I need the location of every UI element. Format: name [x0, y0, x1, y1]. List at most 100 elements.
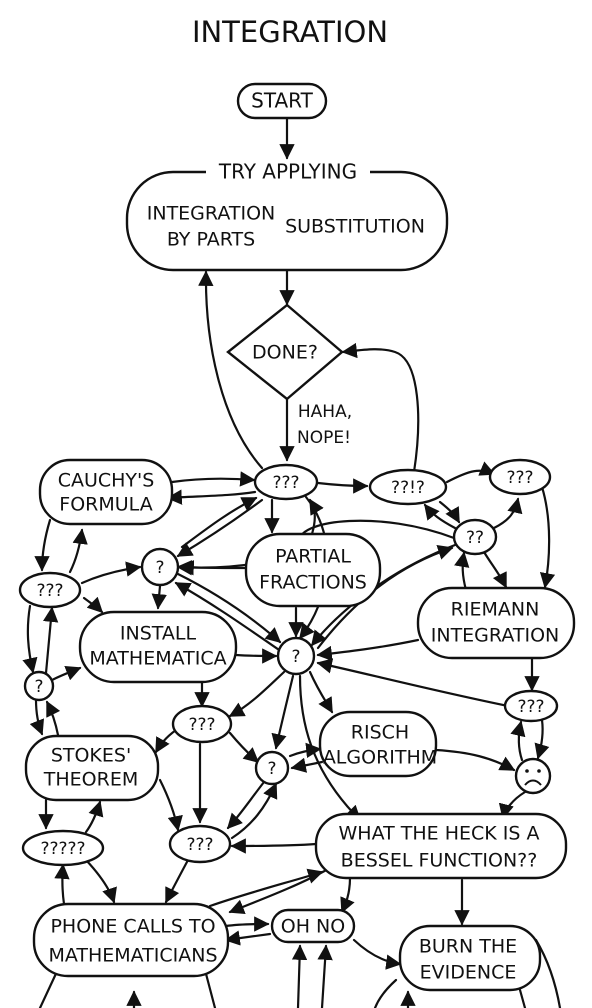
- edge-q1low-risch: [288, 742, 322, 759]
- node-q1-far-left-label: ?: [34, 677, 43, 697]
- node-start-label: START: [251, 89, 313, 113]
- node-burn-line2: EVIDENCE: [420, 962, 517, 984]
- edge-bessel-q3low: [230, 838, 318, 854]
- node-q3-right-label: ???: [506, 468, 533, 488]
- node-q3-far-right: ???: [503, 689, 559, 723]
- edge-stokes-q1fl: [45, 700, 61, 737]
- node-q3-lower: ???: [168, 824, 232, 864]
- diagram-title: INTEGRATION: [192, 15, 388, 49]
- edge-qc-q3m: [228, 670, 286, 718]
- node-phone-line2: MATHEMATICIANS: [48, 945, 217, 967]
- node-phone-calls: PHONE CALLS TO MATHEMATICIANS: [32, 902, 230, 978]
- node-oh-no: OH NO: [270, 908, 356, 944]
- node-install-mathematica: INSTALL MATHEMATICA: [78, 610, 238, 684]
- edge-center-q1l: [176, 498, 264, 558]
- node-q1-center: ?: [276, 636, 316, 676]
- edge-bottom-6: [373, 978, 398, 1008]
- edge-stokes-q3low: [158, 778, 183, 832]
- edge-cauchy-q3l: [34, 518, 52, 572]
- node-q3-mid: ???: [171, 704, 233, 744]
- node-riemann-line1: RIEMANN: [451, 599, 540, 621]
- edge-center-cauchy: [166, 489, 257, 505]
- node-q3-lower-label: ???: [186, 835, 213, 855]
- edge-q3fr-sad: [534, 718, 550, 760]
- node-burn-line1: BURN THE: [419, 936, 517, 958]
- edge-phone-bessel: [208, 868, 324, 908]
- node-cauchy: CAUCHY'S FORMULA: [38, 458, 174, 526]
- node-install-line1: INSTALL: [120, 623, 197, 645]
- edge-exclaim-q3r: [445, 461, 496, 484]
- edge-q3low-phone: [164, 858, 190, 904]
- node-done-label: DONE?: [252, 342, 318, 364]
- edge-phone-ohno: [224, 916, 270, 932]
- edge-qc-to-q2: [316, 544, 454, 650]
- edge-q2-q3r: [492, 497, 523, 530]
- node-q1-lower: ?: [254, 750, 290, 786]
- edge-q2-riemann: [482, 550, 508, 589]
- edge-qc-risch: [308, 670, 334, 714]
- node-sad-face: [514, 757, 552, 795]
- sad-eye-left: [525, 769, 529, 773]
- edge-q1l-center: [180, 496, 258, 549]
- edge-exclaim-to-done: [341, 342, 420, 474]
- node-q5-label: ?????: [40, 839, 85, 859]
- edge-q1l-install: [151, 584, 167, 610]
- edge-q1fl-install: [50, 665, 82, 682]
- node-q3-far-right-label: ???: [517, 697, 544, 717]
- edge-center-to-try: [198, 270, 264, 470]
- sad-eye-right: [537, 769, 541, 773]
- node-riemann: RIEMANN INTEGRATION: [416, 586, 576, 660]
- node-bessel-line2: BESSEL FUNCTION??: [341, 850, 538, 872]
- edge-exclaim-q2a: [438, 500, 461, 524]
- edge-bottom-8: [518, 988, 527, 1008]
- nodes: INTEGRATION START TRY APPLYING INTEGRATI…: [18, 15, 576, 992]
- sad-mouth: [524, 779, 542, 786]
- node-risch-line1: RISCH: [351, 722, 409, 744]
- node-install-line2: MATHEMATICA: [89, 648, 226, 670]
- node-q3-center: ???: [253, 463, 319, 501]
- node-q3-center-label: ???: [272, 473, 299, 493]
- node-q1-center-label: ?: [291, 647, 300, 667]
- node-stokes: STOKES' THEOREM: [24, 734, 160, 802]
- node-q3-right: ???: [488, 458, 552, 496]
- edge-risch-q1low: [290, 757, 324, 773]
- edge-label-nope: NOPE!: [297, 428, 351, 448]
- edge-phone-q5: [54, 863, 70, 906]
- edge-label-haha: HAHA,: [298, 402, 352, 422]
- edge-install-qc: [234, 648, 278, 664]
- node-risch: RISCH ALGORITHM: [318, 710, 438, 778]
- edge-q3l-cauchy: [68, 528, 88, 574]
- node-ibp-line1: INTEGRATION: [147, 203, 275, 225]
- node-stokes-line2: THEOREM: [43, 769, 138, 791]
- node-partial-fractions: PARTIAL FRACTIONS: [244, 532, 382, 608]
- edge-q3l-install: [82, 596, 104, 614]
- edge-q5-phone: [84, 858, 117, 904]
- edge-q1l-qc-a: [176, 572, 282, 644]
- node-partial-line2: FRACTIONS: [259, 572, 367, 594]
- edge-q1fl-q3l: [42, 606, 59, 675]
- node-done: DONE?: [226, 303, 344, 401]
- node-q2-right: ??: [452, 518, 498, 556]
- edge-riemann-q2: [454, 551, 470, 592]
- node-substitution-label: SUBSTITUTION: [285, 216, 425, 238]
- node-cauchy-line2: FORMULA: [59, 494, 152, 516]
- edge-ohno-burn: [352, 938, 402, 970]
- node-stokes-line1: STOKES': [51, 745, 131, 767]
- node-partial-line1: PARTIAL: [275, 546, 351, 568]
- edge-q3l-q1fl: [22, 604, 38, 674]
- edge-riemann-to-qc: [316, 638, 420, 662]
- node-oh-no-label: OH NO: [281, 916, 345, 938]
- edge-bottom-4: [291, 944, 308, 1008]
- node-risch-line2: ALGORITHM: [323, 747, 437, 769]
- node-cauchy-line1: CAUCHY'S: [58, 470, 155, 492]
- edge-bottom-3: [203, 968, 217, 1008]
- edge-q3m-q1low: [228, 731, 260, 764]
- edge-q3fr-to-qc: [316, 658, 510, 708]
- node-q1-left: ?: [140, 547, 180, 587]
- edge-q1low-q3low: [226, 780, 266, 830]
- edge-exclaim-q2b: [423, 503, 457, 530]
- edge-risch-sad: [434, 748, 516, 772]
- edge-ohno-phone: [224, 930, 272, 946]
- node-riemann-line2: INTEGRATION: [431, 625, 559, 647]
